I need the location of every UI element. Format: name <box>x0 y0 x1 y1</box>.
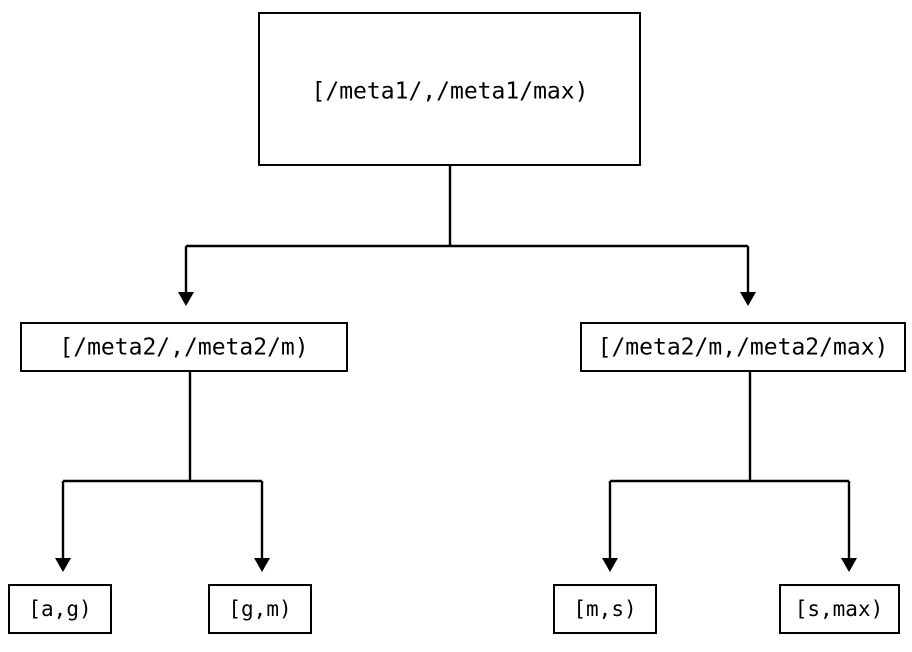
node-root-box <box>258 12 641 166</box>
node-leaf-m-s-label: [m,s) <box>573 597 636 621</box>
arrowhead-mid-left-to-leaf2 <box>254 558 270 572</box>
node-root-label: [/meta1/,/meta1/max) <box>312 79 589 105</box>
node-mid-right[interactable]: [/meta2/m,/meta2/max) <box>580 322 906 372</box>
node-leaf-a-g-label: [a,g) <box>28 597 91 621</box>
node-mid-left[interactable]: [/meta2/,/meta2/m) <box>20 322 348 372</box>
arrowhead-mid-right-to-leaf3 <box>602 558 618 572</box>
node-leaf-a-g[interactable]: [a,g) <box>8 584 112 634</box>
node-mid-left-box <box>20 322 348 372</box>
node-mid-right-label: [/meta2/m,/meta2/max) <box>598 335 889 361</box>
node-leaf-g-m-label: [g,m) <box>228 597 291 621</box>
edge-group-mid-right <box>602 372 857 572</box>
node-leaf-s-max-label: [s,max) <box>795 597 884 621</box>
node-mid-right-box <box>580 322 906 372</box>
node-leaf-m-s-box <box>553 584 657 634</box>
node-leaf-s-max[interactable]: [s,max) <box>779 584 900 634</box>
node-leaf-s-max-box <box>779 584 900 634</box>
edge-group-mid-left <box>55 372 270 572</box>
arrowhead-mid-right-to-leaf4 <box>841 558 857 572</box>
node-leaf-m-s[interactable]: [m,s) <box>553 584 657 634</box>
arrowhead-mid-left-to-leaf1 <box>55 558 71 572</box>
node-leaf-g-m[interactable]: [g,m) <box>208 584 312 634</box>
edge-group-root <box>178 166 756 306</box>
node-leaf-a-g-box <box>8 584 112 634</box>
node-root[interactable]: [/meta1/,/meta1/max) <box>258 12 641 166</box>
arrowhead-root-to-mid-right <box>740 292 756 306</box>
node-leaf-g-m-box <box>208 584 312 634</box>
node-mid-left-label: [/meta2/,/meta2/m) <box>59 335 308 361</box>
arrowhead-root-to-mid-left <box>178 292 194 306</box>
